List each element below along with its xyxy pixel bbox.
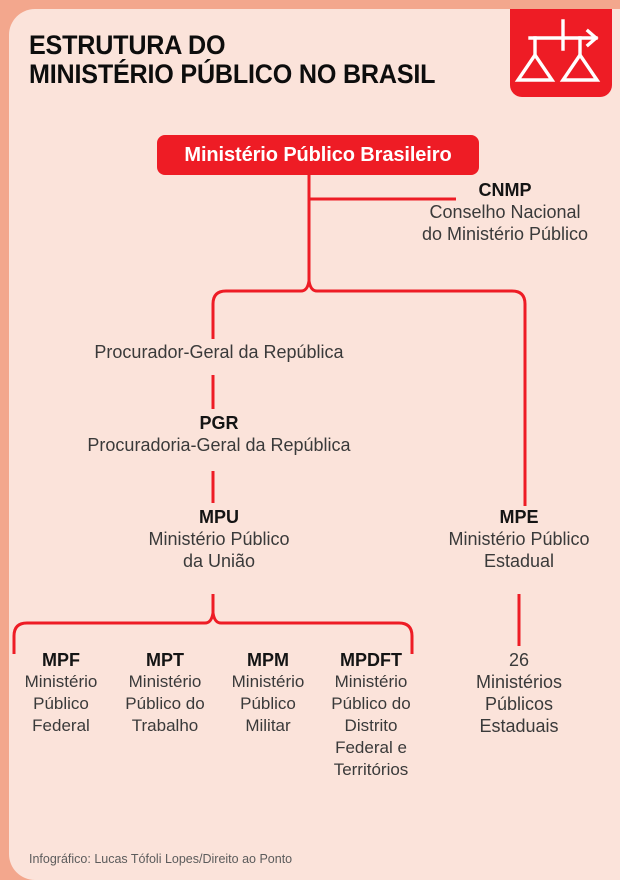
node-cnmp[interactable]: CNMP Conselho Nacional do Ministério Púb… [395,179,615,245]
node-mpt-description: Ministério Público do Trabalho [125,672,205,735]
node-mpdft[interactable]: MPDFT Ministério Público do Distrito Fed… [319,649,423,781]
node-mpe[interactable]: MPE Ministério Público Estadual [419,506,619,572]
node-mpm-description: Ministério Público Militar [231,672,305,735]
node-mpf-description: Ministério Público Federal [24,672,98,735]
node-mpf-acronym: MPF [42,650,80,670]
node-mpdft-description: Ministério Público do Distrito Federal e… [331,672,411,779]
node-mpe-acronym: MPE [499,507,539,527]
node-cnmp-description: Conselho Nacional do Ministério Público [421,202,589,244]
infographic-panel: ESTRUTURA DO MINISTÉRIO PÚBLICO NO BRASI… [9,9,620,880]
node-procurador-geral[interactable]: Procurador-Geral da República [39,341,399,363]
node-mpu-acronym: MPU [199,507,239,527]
node-mpt-acronym: MPT [146,650,184,670]
node-mpe-count[interactable]: 26 Ministérios Públicos Estaduais [421,649,617,737]
scales-of-justice-icon [510,9,612,97]
node-mpf[interactable]: MPF Ministério Público Federal [9,649,113,737]
node-mpe-count-description: 26 Ministérios Públicos Estaduais [475,650,563,736]
node-procurador-geral-description: Procurador-Geral da República [94,342,344,362]
node-mpm[interactable]: MPM Ministério Público Militar [216,649,320,737]
node-mpe-description: Ministério Público Estadual [448,529,590,571]
node-mpu-description: Ministério Público da União [148,529,290,571]
page-title: ESTRUTURA DO MINISTÉRIO PÚBLICO NO BRASI… [29,30,436,89]
node-mpu[interactable]: MPU Ministério Público da União [104,506,334,572]
node-pgr-description: Procuradoria-Geral da República [87,435,351,455]
node-pgr-acronym: PGR [199,413,239,433]
root-node-ministerio-publico-brasileiro[interactable]: Ministério Público Brasileiro [157,135,479,175]
node-mpdft-acronym: MPDFT [340,650,402,670]
node-cnmp-acronym: CNMP [478,180,532,200]
node-pgr[interactable]: PGR Procuradoria-Geral da República [34,412,404,456]
node-mpt[interactable]: MPT Ministério Público do Trabalho [113,649,217,737]
credit-line: Infográfico: Lucas Tófoli Lopes/Direito … [29,852,293,866]
node-mpm-acronym: MPM [247,650,289,670]
